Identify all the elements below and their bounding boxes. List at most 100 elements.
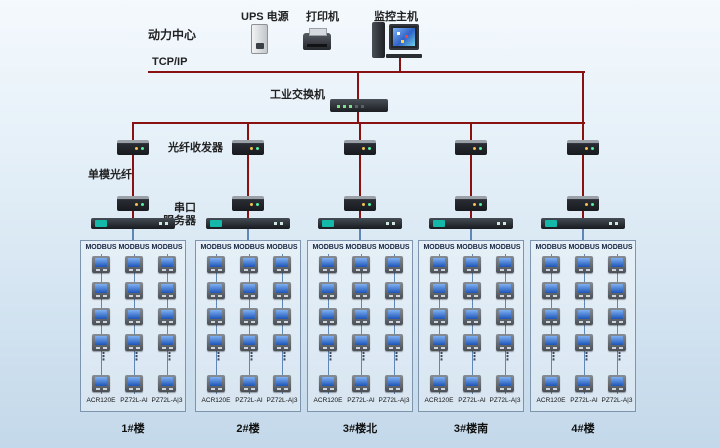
fiber-transceiver-icon xyxy=(344,196,376,211)
meter-icon xyxy=(430,375,448,392)
ellipsis: ⋮ xyxy=(213,351,224,363)
group-drop-line xyxy=(359,122,361,141)
ellipsis: ⋮ xyxy=(502,351,513,363)
meter-icon xyxy=(319,282,337,299)
meter-icon xyxy=(319,256,337,273)
serial-panel-line xyxy=(470,229,472,240)
modbus-header: MODBUS xyxy=(200,244,232,251)
single-mode-fiber-line xyxy=(132,155,134,196)
ellipsis: ⋮ xyxy=(279,351,290,363)
fiber-transceiver-icon xyxy=(344,140,376,155)
meter-icon xyxy=(207,282,225,299)
pc-tower-icon xyxy=(372,22,385,58)
meter-icon xyxy=(542,334,560,351)
meter-icon xyxy=(575,375,593,392)
tcpip-label: TCP/IP xyxy=(152,56,188,68)
meter-model-label: PZ72L-AI xyxy=(570,397,598,404)
meter-icon xyxy=(92,375,110,392)
transceiver-serial-line xyxy=(132,211,134,218)
fiber-transceiver-icon xyxy=(232,140,264,155)
building-label: 2#楼 xyxy=(236,423,260,435)
ellipsis: ⋮ xyxy=(581,351,592,363)
printer-label: 打印机 xyxy=(306,11,339,23)
meter-icon xyxy=(463,334,481,351)
serial-server-icon xyxy=(541,218,625,229)
meter-icon xyxy=(608,256,626,273)
group-drop-line xyxy=(132,122,134,141)
ellipsis: ⋮ xyxy=(325,351,336,363)
meter-icon xyxy=(542,375,560,392)
meter-icon xyxy=(319,308,337,325)
tcpip-bus-line xyxy=(148,71,585,73)
meter-model-label: ACR120E xyxy=(313,397,343,404)
fiber-transceiver-icon xyxy=(567,140,599,155)
fiber-transceiver-icon xyxy=(455,196,487,211)
fiber-transceiver-icon xyxy=(567,196,599,211)
meter-model-label: PZ72L-AI xyxy=(120,397,148,404)
meter-icon xyxy=(319,334,337,351)
ellipsis: ⋮ xyxy=(131,351,142,363)
meter-icon xyxy=(496,334,514,351)
meter-icon xyxy=(158,334,176,351)
modbus-header: MODBUS xyxy=(266,244,298,251)
meter-icon xyxy=(608,308,626,325)
meter-icon xyxy=(608,375,626,392)
industrial-switch-icon xyxy=(330,99,388,112)
modbus-header: MODBUS xyxy=(85,244,117,251)
meter-icon xyxy=(158,308,176,325)
single-mode-fiber-line xyxy=(582,155,584,196)
meter-icon xyxy=(463,308,481,325)
meter-model-label: PZ72L-AI xyxy=(235,397,263,404)
meter-model-label: PZ72L-A|3 xyxy=(151,397,183,404)
meter-icon xyxy=(273,282,291,299)
ellipsis: ⋮ xyxy=(164,351,175,363)
modbus-header: MODBUS xyxy=(601,244,633,251)
ellipsis: ⋮ xyxy=(98,351,109,363)
fiber-transceiver-icon xyxy=(455,140,487,155)
ellipsis: ⋮ xyxy=(614,351,625,363)
meter-model-label: ACR120E xyxy=(86,397,116,404)
meter-icon xyxy=(319,375,337,392)
meter-icon xyxy=(240,282,258,299)
single-mode-fiber-line xyxy=(470,155,472,196)
group-drop-line xyxy=(470,122,472,141)
meter-icon xyxy=(496,256,514,273)
meter-icon xyxy=(207,334,225,351)
serial-panel-line xyxy=(132,229,134,240)
meter-model-label: PZ72L-A|3 xyxy=(266,397,298,404)
power-center-label: 动力中心 xyxy=(148,28,197,42)
fiber-transceiver-label: 光纤收发器 xyxy=(168,142,223,154)
meter-icon xyxy=(463,375,481,392)
modbus-header: MODBUS xyxy=(345,244,377,251)
building-label: 3#楼北 xyxy=(342,423,378,435)
meter-icon xyxy=(125,282,143,299)
meter-icon xyxy=(385,375,403,392)
meter-icon xyxy=(352,282,370,299)
meter-icon xyxy=(240,334,258,351)
right-drop-line xyxy=(582,73,584,122)
meter-icon xyxy=(542,256,560,273)
meter-icon xyxy=(125,308,143,325)
fiber-transceiver-icon xyxy=(232,196,264,211)
single-mode-fiber-line xyxy=(359,155,361,196)
transceiver-serial-line xyxy=(470,211,472,218)
meter-icon xyxy=(158,256,176,273)
transceiver-serial-line xyxy=(582,211,584,218)
meter-icon xyxy=(207,308,225,325)
switch-label: 工业交换机 xyxy=(270,89,325,101)
ellipsis: ⋮ xyxy=(391,351,402,363)
meter-icon xyxy=(125,334,143,351)
single-mode-fiber-line xyxy=(247,155,249,196)
transceiver-serial-line xyxy=(247,211,249,218)
meter-icon xyxy=(125,256,143,273)
meter-icon xyxy=(92,334,110,351)
meter-icon xyxy=(273,308,291,325)
